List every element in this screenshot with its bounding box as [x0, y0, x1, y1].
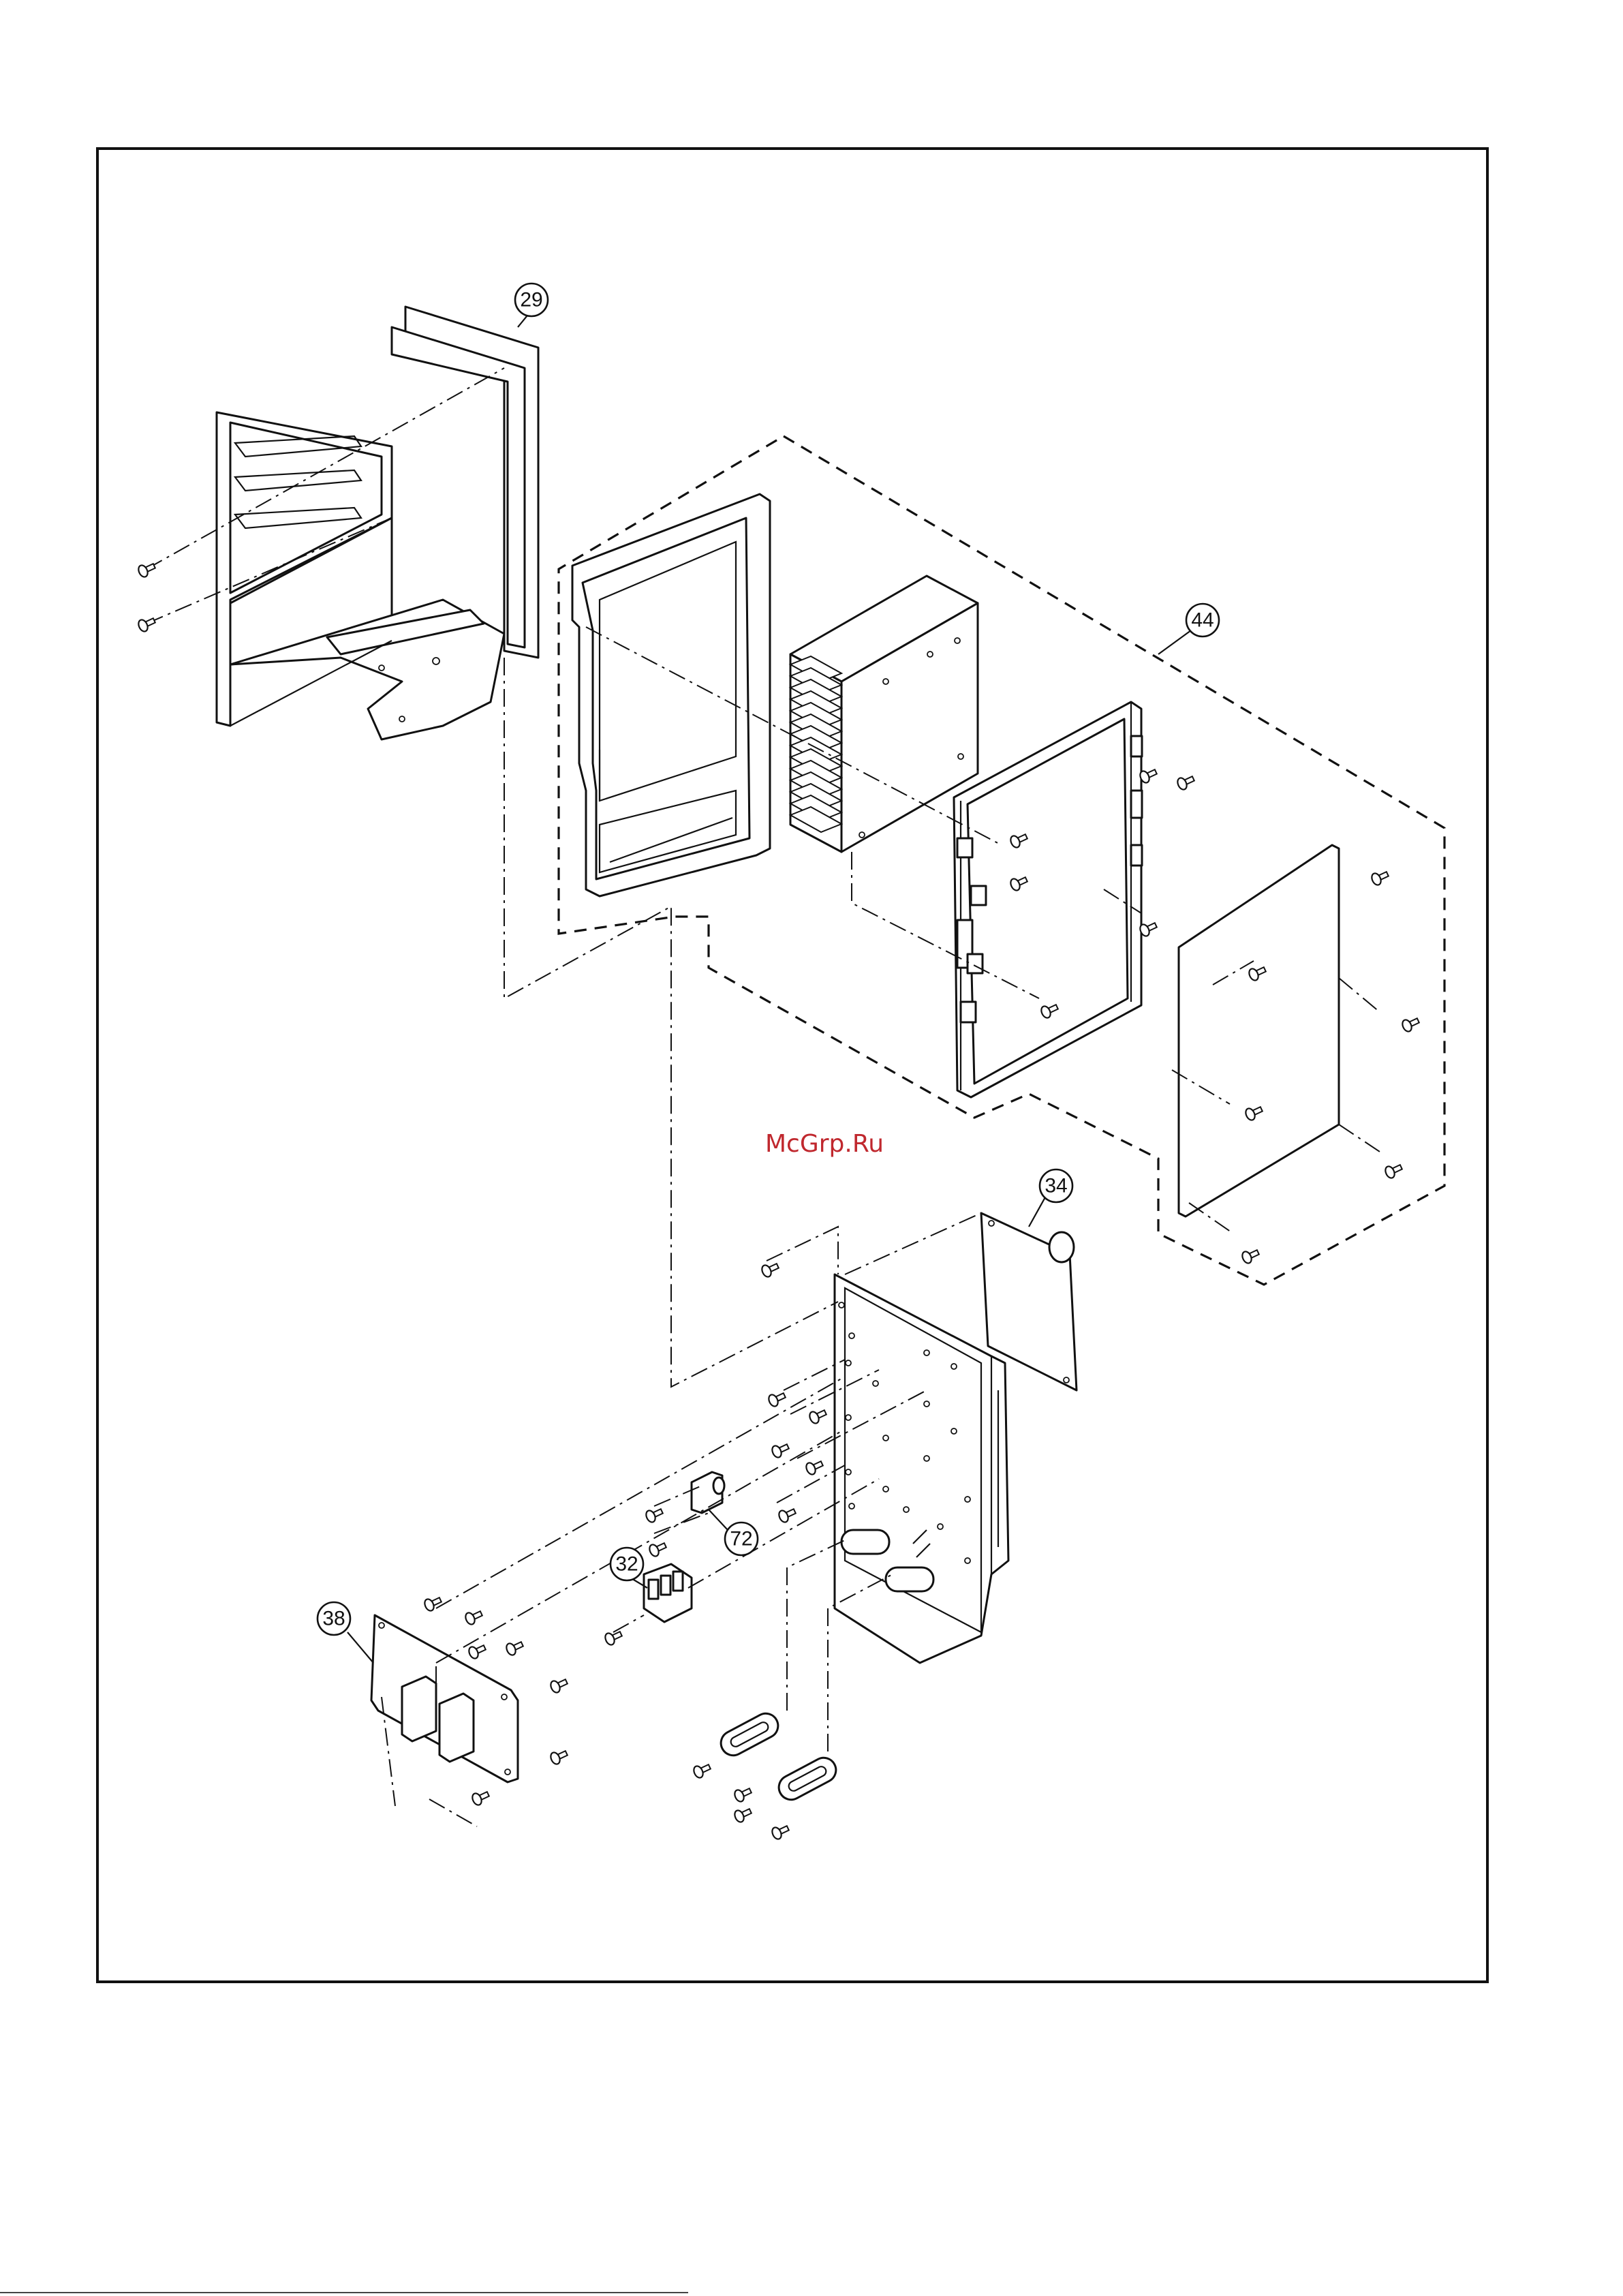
callout-32-label: 32: [615, 1553, 638, 1576]
part-32-terminal-block: [644, 1564, 692, 1622]
screw: [505, 1638, 525, 1656]
mounting-hole: [924, 1456, 929, 1461]
mounting-hole: [883, 1435, 888, 1441]
mounting-hole: [873, 1381, 878, 1386]
screw: [733, 1805, 753, 1823]
part-mounting-plate: [835, 1274, 1008, 1663]
screw: [808, 1407, 828, 1424]
screws: [137, 560, 1421, 1840]
part-heatsink: [790, 576, 978, 852]
callout-29: 29: [515, 284, 548, 327]
mounting-hole: [883, 1486, 888, 1492]
screw: [645, 1505, 664, 1523]
screw: [1384, 1161, 1404, 1179]
mounting-hole: [846, 1469, 851, 1475]
callout-72-label: 72: [730, 1528, 752, 1550]
part-cover-plate: [1179, 845, 1339, 1216]
callout-38: 38: [318, 1602, 373, 1663]
grommet-plates: [717, 1709, 840, 1804]
part-38-board: [371, 1615, 518, 1782]
mounting-hole: [938, 1524, 943, 1529]
screw: [733, 1785, 753, 1803]
callout-29-label: 29: [520, 289, 542, 311]
screw: [692, 1761, 712, 1779]
screw: [1241, 1246, 1261, 1264]
screw: [771, 1822, 790, 1840]
mounting-hole: [965, 1497, 970, 1502]
screw: [767, 1390, 787, 1407]
mounting-hole: [849, 1333, 854, 1338]
mounting-hole: [839, 1302, 844, 1308]
callout-44: 44: [1158, 604, 1219, 654]
callout-34: 34: [1029, 1169, 1072, 1227]
mounting-hole: [846, 1360, 851, 1366]
screw: [549, 1676, 569, 1694]
screw: [771, 1441, 790, 1458]
mounting-hole: [965, 1558, 970, 1563]
screw: [1176, 773, 1196, 791]
mounting-hole: [951, 1364, 957, 1369]
callout-32: 32: [610, 1548, 647, 1588]
mounting-hole: [924, 1401, 929, 1407]
callout-44-label: 44: [1191, 609, 1214, 632]
screw: [137, 615, 157, 632]
screw: [1370, 868, 1390, 886]
screw: [1401, 1015, 1421, 1032]
callout-34-label: 34: [1045, 1175, 1067, 1197]
screw: [471, 1788, 491, 1806]
watermark: McGrp.Ru: [765, 1130, 884, 1158]
screw: [423, 1594, 443, 1612]
screw: [137, 560, 157, 578]
screw: [549, 1747, 569, 1765]
mounting-hole: [951, 1428, 957, 1434]
screw: [648, 1540, 668, 1557]
callout-38-label: 38: [322, 1608, 345, 1630]
screw: [805, 1458, 824, 1475]
callout-72: 72: [709, 1510, 758, 1555]
mounting-hole: [924, 1350, 929, 1356]
mounting-hole: [903, 1507, 909, 1512]
screw: [777, 1505, 797, 1523]
screw: [604, 1628, 623, 1646]
part-29-bracket: [217, 307, 538, 739]
screw: [760, 1260, 780, 1278]
mounting-hole: [846, 1415, 851, 1420]
part-circuit-board: [954, 702, 1142, 1097]
part-frame-panel: [572, 494, 770, 896]
mounting-hole: [849, 1503, 854, 1509]
screw: [467, 1642, 487, 1659]
screw: [464, 1608, 484, 1625]
